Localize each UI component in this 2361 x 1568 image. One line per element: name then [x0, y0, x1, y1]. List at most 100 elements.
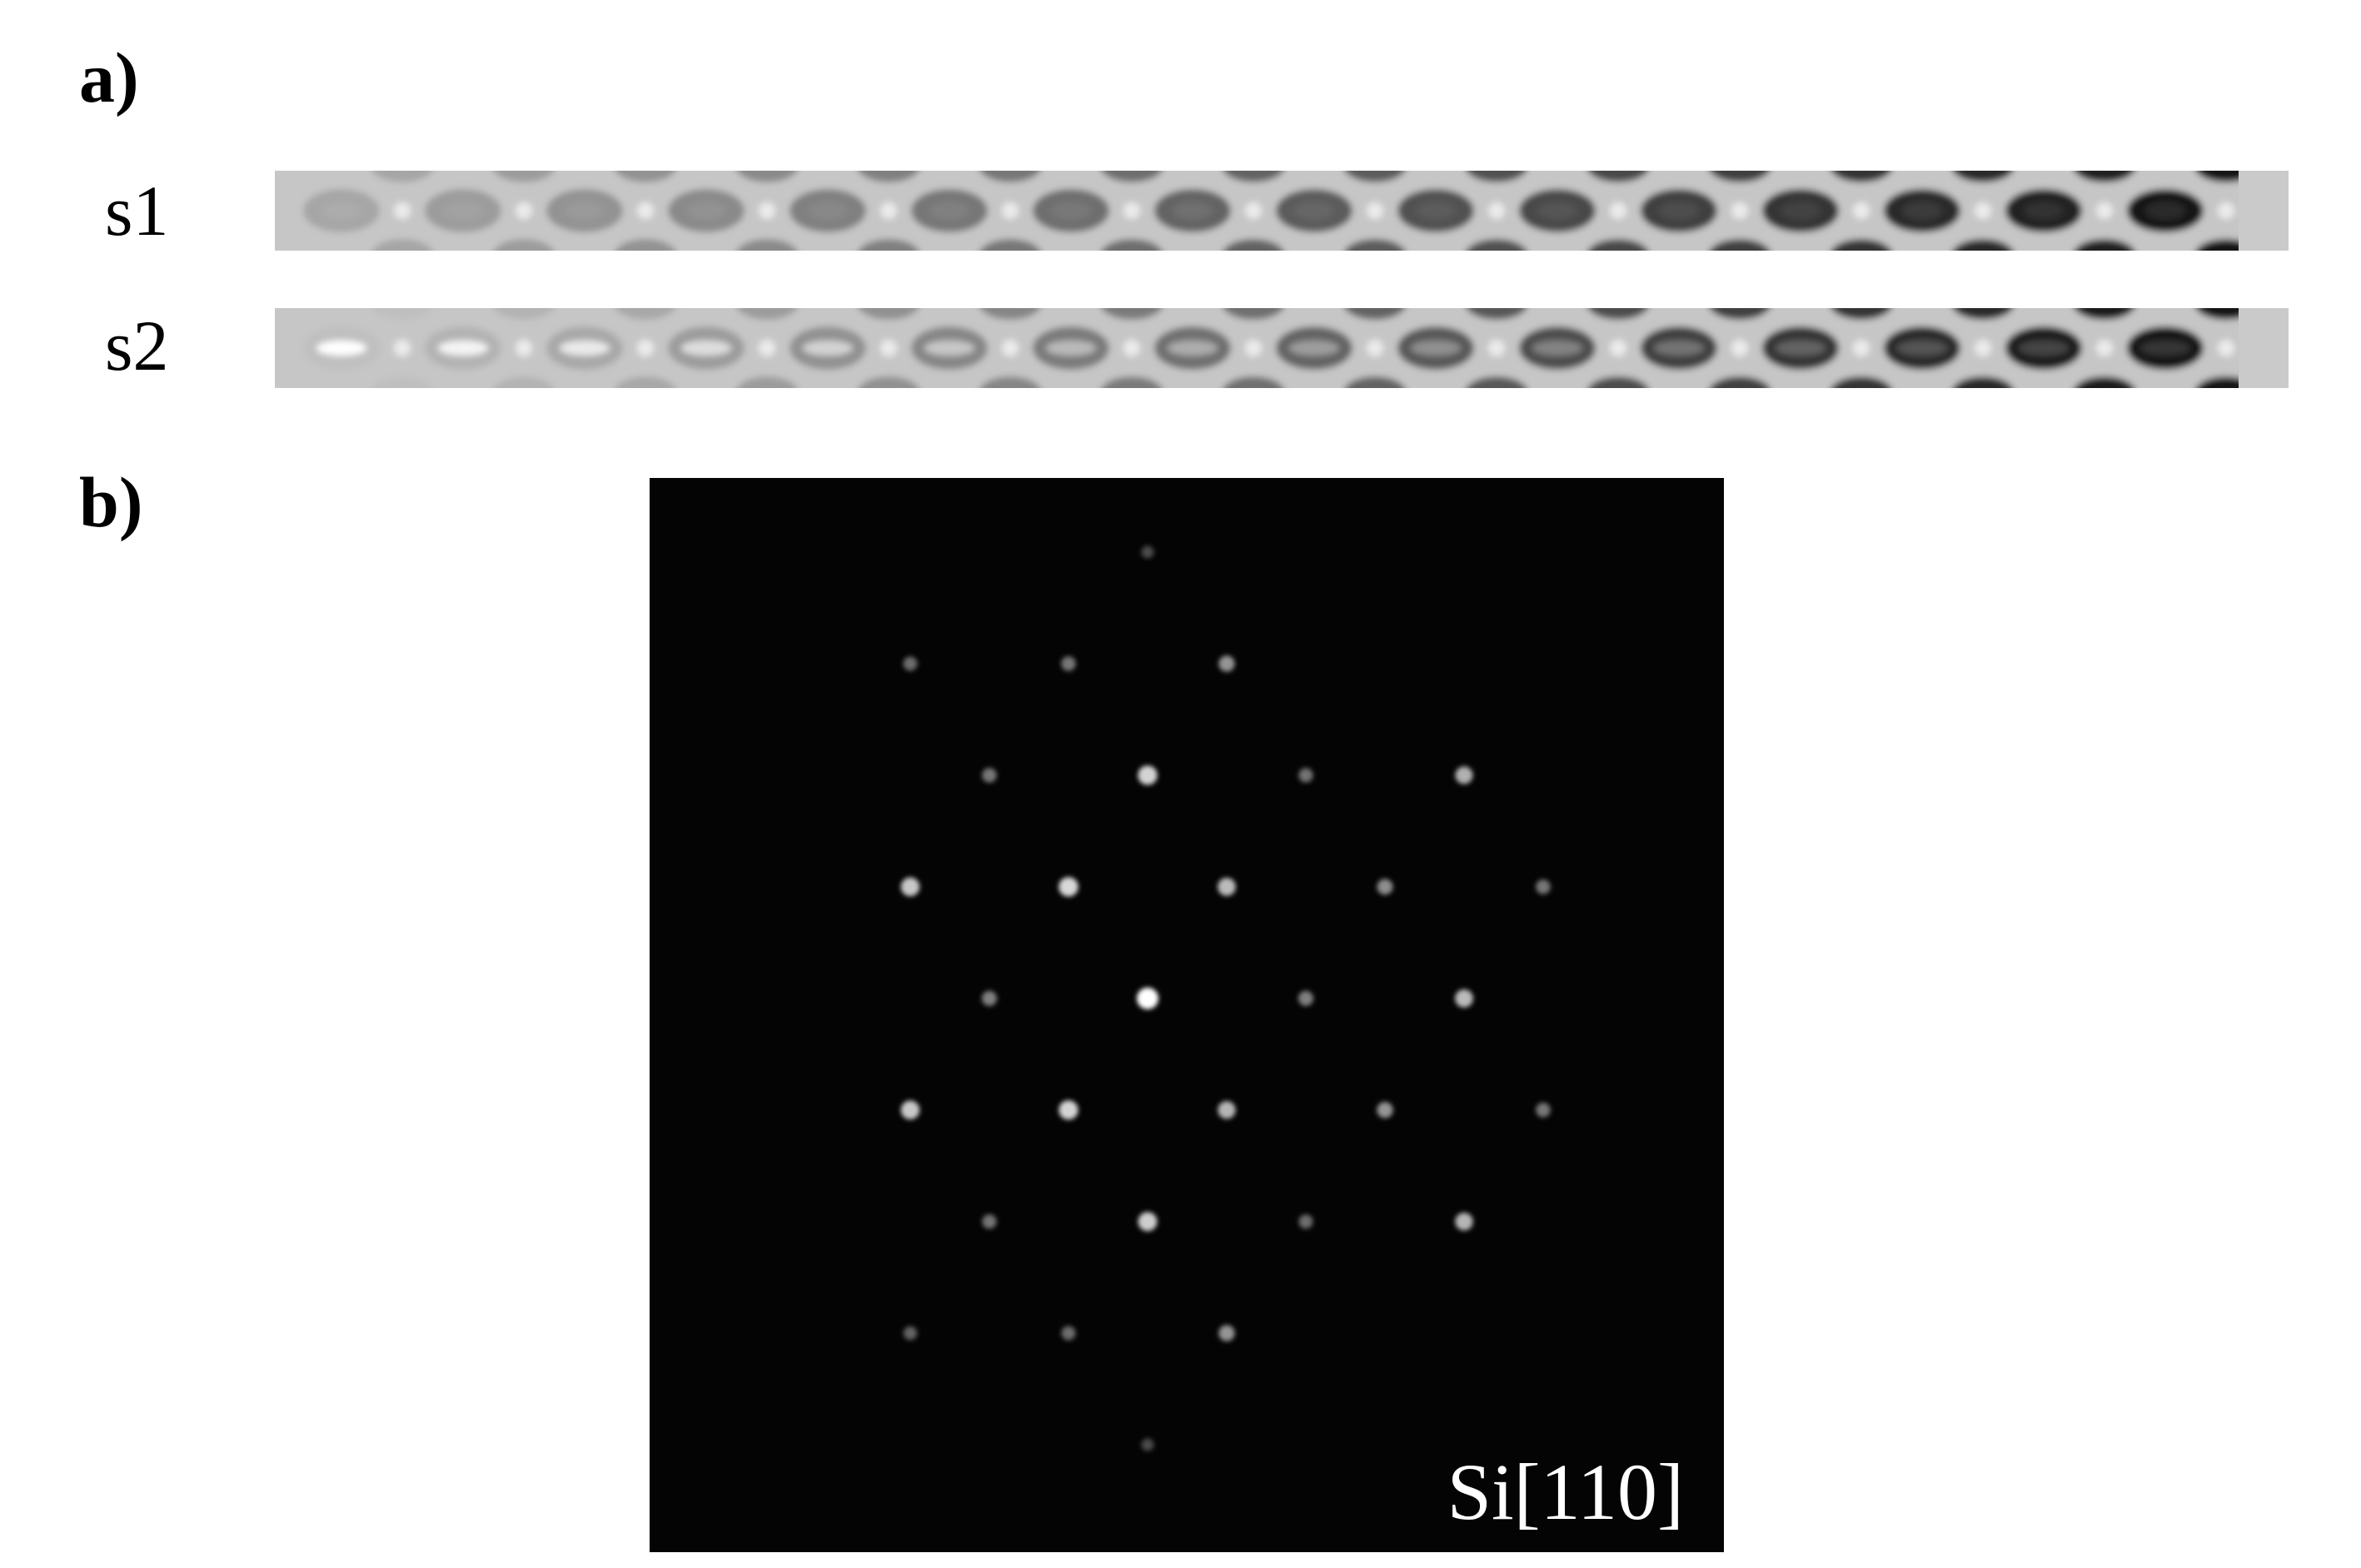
diffraction-spot — [1455, 989, 1473, 1008]
diffraction-spot — [981, 990, 998, 1007]
strip-edge-blob — [1466, 239, 1527, 251]
strip-blob-core — [438, 341, 488, 356]
strip-end-cap — [2239, 171, 2289, 251]
strip-s2-label: s2 — [105, 306, 169, 386]
diffraction-spot — [1298, 990, 1314, 1007]
strip-bright-spot — [759, 340, 775, 356]
diffraction-spots — [900, 545, 1551, 1451]
panel-b-label: b) — [79, 462, 143, 542]
strip-bright-spot — [394, 340, 411, 356]
strip-edge-blob — [1587, 308, 1649, 320]
strip-blob-core — [1411, 341, 1461, 356]
diffraction-spot — [1455, 1212, 1473, 1231]
strip-bright-spot — [1488, 202, 1505, 219]
diffraction-spot — [1218, 878, 1236, 896]
strip-blob-core — [1173, 202, 1213, 220]
strip-edge-blob — [1101, 239, 1163, 251]
diffraction-pattern-image: Si[110] — [650, 478, 1724, 1552]
strip-edge-blob — [858, 171, 919, 182]
strip-edge-blob — [1709, 239, 1771, 251]
strip-edge-blob — [615, 171, 676, 182]
strip-edge-blob — [1466, 308, 1527, 320]
strip-bright-spot — [1853, 340, 1870, 356]
strip-bright-spot — [394, 202, 411, 219]
strip-blob-core — [1537, 202, 1577, 220]
strip-bright-spot — [1731, 340, 1748, 356]
strip-blob-core — [924, 341, 974, 356]
strip-blob-core — [321, 202, 361, 220]
diffraction-spot — [1137, 988, 1158, 1009]
strip-blob-core — [1168, 341, 1218, 356]
diffraction-spot — [1058, 1100, 1078, 1120]
strip-bright-spot — [1002, 340, 1019, 356]
diffraction-spot — [1061, 1326, 1076, 1341]
strip-bright-spot — [1367, 340, 1383, 356]
strip-bright-spot — [1610, 340, 1626, 356]
strip-edge-blob — [858, 376, 919, 388]
strip-edge-blob — [2074, 239, 2135, 251]
strip-blob-core — [1294, 202, 1334, 220]
strip-bright-spot — [1853, 202, 1870, 219]
strip-edge-blob — [1831, 239, 1892, 251]
strip-s1-label: s1 — [105, 171, 169, 251]
strip-s1-lattice — [275, 171, 2289, 251]
strip-edge-blob — [858, 239, 919, 251]
diffraction-spot — [982, 768, 997, 783]
diffraction-spot — [903, 656, 918, 671]
diffraction-spot — [1141, 1438, 1154, 1451]
strip-edge-blob — [736, 239, 798, 251]
strip-edge-blob — [1466, 171, 1527, 182]
strip-blob-core — [565, 202, 605, 220]
strip-edge-blob — [736, 308, 798, 320]
strip-edge-blob — [1587, 171, 1649, 182]
strip-s2-image — [275, 308, 2289, 388]
strip-edge-blob — [1101, 308, 1163, 320]
diffraction-spot — [900, 1100, 920, 1120]
strip-edge-blob — [736, 376, 798, 388]
strip-edge-blob — [493, 171, 555, 182]
strip-blob-core — [2140, 341, 2190, 356]
strip-edge-blob — [615, 376, 676, 388]
strip-edge-blob — [371, 171, 433, 182]
strip-edge-blob — [1344, 376, 1406, 388]
strip-edge-blob — [1587, 239, 1649, 251]
strip-bright-spot — [516, 340, 532, 356]
strip-blob-core — [2024, 202, 2064, 220]
zone-axis-label: Si[110] — [1447, 1447, 1684, 1536]
strip-bright-spot — [1245, 202, 1262, 219]
diffraction-spot — [903, 1326, 918, 1341]
strip-blob-core — [808, 202, 848, 220]
strip-bright-spot — [1123, 340, 1140, 356]
strip-edge-blob — [736, 171, 798, 182]
strip-blob-core — [2145, 202, 2185, 220]
strip-bright-spot — [880, 340, 897, 356]
strip-blob-core — [1046, 341, 1096, 356]
strip-blob-core — [443, 202, 483, 220]
strip-bright-spot — [1975, 202, 1991, 219]
strip-bright-spot — [637, 202, 654, 219]
strip-blob-core — [1654, 341, 1704, 356]
diffraction-spot — [1061, 656, 1076, 671]
diffraction-spot — [1455, 766, 1473, 784]
diffraction-spot — [1298, 768, 1313, 783]
strip-blob-core — [1051, 202, 1091, 220]
strip-bright-spot — [1245, 340, 1262, 356]
strip-s2-lattice — [275, 308, 2289, 388]
strip-blob-core — [681, 341, 731, 356]
strip-blob-core — [1532, 341, 1582, 356]
strip-bright-spot — [1610, 202, 1626, 219]
strip-edge-blob — [493, 239, 555, 251]
strip-edge-blob — [979, 376, 1041, 388]
strip-blob-core — [1902, 202, 1942, 220]
strip-edge-blob — [371, 376, 433, 388]
strip-s1-image — [275, 171, 2289, 251]
strip-edge-blob — [1952, 239, 2014, 251]
strip-bright-spot — [880, 202, 897, 219]
strip-blob-core — [1897, 341, 1947, 356]
strip-edge-blob — [1466, 376, 1527, 388]
strip-end-cap — [2239, 308, 2289, 388]
diffraction-spot — [1218, 1325, 1235, 1342]
strip-edge-blob — [1709, 376, 1771, 388]
strip-blob-core — [560, 341, 610, 356]
diffraction-spot — [1218, 1101, 1236, 1119]
